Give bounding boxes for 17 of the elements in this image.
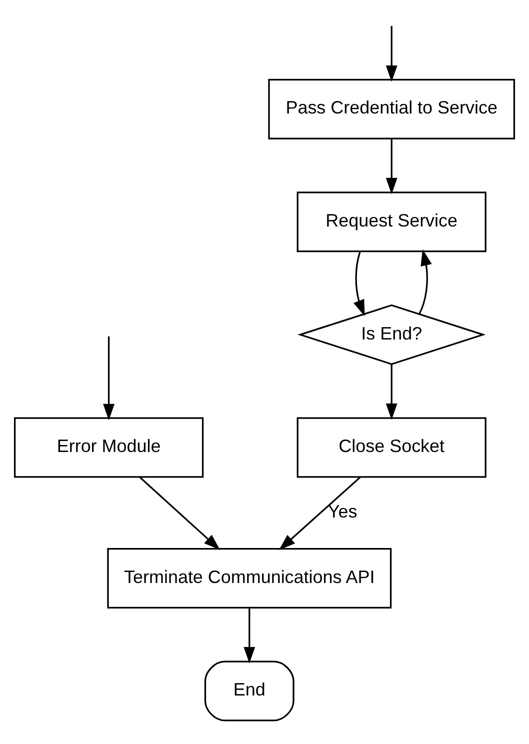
arrow [386, 25, 398, 82]
node-box: End [204, 660, 294, 721]
node-box: Close Socket [296, 416, 486, 478]
arrow [244, 608, 256, 663]
arrow [139, 476, 220, 550]
node-box: Request Service [296, 191, 486, 252]
arrow [279, 476, 361, 550]
arrow [103, 336, 115, 420]
arrow [386, 138, 398, 194]
edge-label: Yes [328, 500, 358, 521]
node-box: Terminate Communications API [107, 548, 392, 608]
node-box: Error Module [14, 416, 204, 478]
node-box: Pass Credential to Service [268, 78, 516, 139]
arrow [418, 248, 432, 314]
node-diamond: Is End? [297, 304, 486, 364]
arrow [353, 250, 365, 316]
arrow [386, 364, 398, 420]
